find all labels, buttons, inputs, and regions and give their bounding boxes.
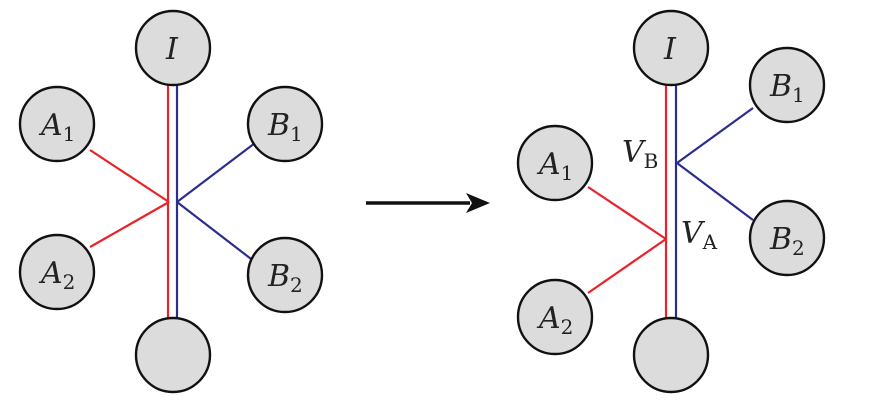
node-label: I <box>165 32 179 67</box>
svg-text:A1: A1 <box>536 147 573 185</box>
node-letter: B <box>267 108 290 143</box>
right-diagram: VB VA I B1 A1 B2 A2 <box>516 9 826 394</box>
left-node-a1: A1 <box>18 85 96 163</box>
node-subscript: 1 <box>63 122 76 146</box>
vertex-label-vb: VB <box>622 135 658 173</box>
node-subscript: 2 <box>792 236 805 260</box>
node-subscript: 2 <box>561 315 574 339</box>
svg-text:B1: B1 <box>769 69 805 107</box>
transform-arrow <box>366 193 490 213</box>
left-edge-b2 <box>176 201 256 263</box>
svg-text:B2: B2 <box>267 259 303 297</box>
vertex-label-va: VA <box>681 216 718 254</box>
svg-text:A1: A1 <box>38 108 75 146</box>
node-letter: A <box>38 108 63 143</box>
svg-text:A2: A2 <box>38 256 75 294</box>
svg-text:A2: A2 <box>536 301 573 339</box>
left-node-i: I <box>134 9 212 87</box>
svg-text:B1: B1 <box>267 108 303 146</box>
left-node-bottom <box>134 316 212 394</box>
right-node-b1: B1 <box>748 46 826 124</box>
right-node-b2: B2 <box>748 199 826 277</box>
right-edge-a1 <box>587 186 667 240</box>
right-node-a1: A1 <box>516 124 594 202</box>
svg-text:I: I <box>165 32 179 67</box>
node-label: I <box>663 32 677 67</box>
right-node-bottom <box>632 316 710 394</box>
node-letter: B <box>769 69 792 104</box>
left-node-b2: B2 <box>246 236 324 314</box>
right-edge-a2 <box>587 238 667 294</box>
right-edge-b1 <box>676 107 754 164</box>
node-subscript: 1 <box>290 122 303 146</box>
right-node-a2: A2 <box>516 278 594 356</box>
left-node-a2: A2 <box>18 233 96 311</box>
right-node-i: I <box>632 9 710 87</box>
node-subscript: 2 <box>290 273 303 297</box>
left-node-b1: B1 <box>246 85 324 163</box>
right-edge-b2 <box>676 162 754 221</box>
left-edge-a1 <box>89 149 170 203</box>
svg-text:I: I <box>663 32 677 67</box>
left-edge-a2 <box>89 201 170 248</box>
node-letter: A <box>536 147 561 182</box>
node-subscript: 2 <box>63 270 76 294</box>
node-subscript: 1 <box>561 161 574 185</box>
node-subscript: 1 <box>792 83 805 107</box>
node-letter: B <box>769 222 792 257</box>
node-letter: A <box>38 256 63 291</box>
left-edge-b1 <box>176 142 256 203</box>
svg-text:B2: B2 <box>769 222 805 260</box>
node-letter: A <box>536 301 561 336</box>
node-letter: B <box>267 259 290 294</box>
left-diagram: I A1 A2 B1 B2 <box>18 9 324 394</box>
